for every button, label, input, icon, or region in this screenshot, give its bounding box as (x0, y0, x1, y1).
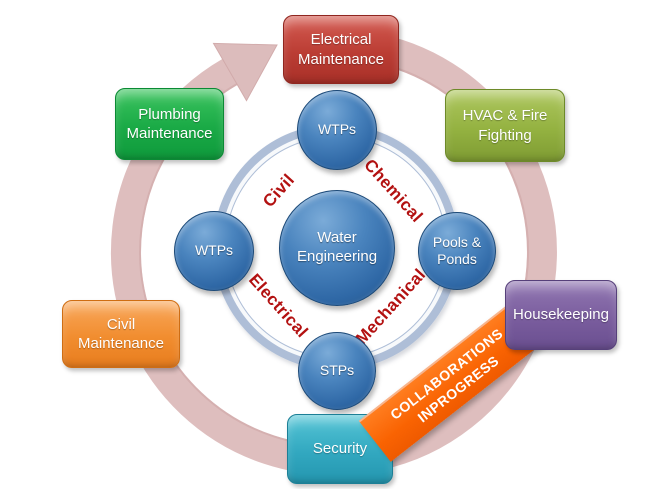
box-security-label: Security (312, 440, 368, 458)
box-electrical-maintenance: Electrical Maintenance (283, 15, 399, 84)
node-pools-ponds: Pools & Ponds (418, 212, 496, 290)
node-stps: STPs (298, 332, 376, 410)
node-wtps-left: WTPs (174, 211, 254, 291)
node-water-engineering: Water Engineering (279, 190, 395, 306)
box-security: Security (287, 414, 393, 484)
box-plumbing-maintenance-label: Plumbing Maintenance (126, 105, 213, 143)
box-electrical-maintenance-label: Electrical Maintenance (298, 31, 384, 68)
box-civil-maintenance-label: Civil Maintenance (78, 315, 164, 353)
box-hvac-fire-fighting-label: HVAC & Fire Fighting (462, 107, 548, 144)
node-wtps-top-label: WTPs (317, 121, 357, 138)
box-hvac-fire-fighting: HVAC & Fire Fighting (445, 89, 565, 162)
node-pools-ponds-label: Pools & Ponds (432, 233, 482, 268)
node-wtps-top: WTPs (297, 90, 377, 170)
node-stps-label: STPs (319, 362, 355, 379)
node-wtps-left-label: WTPs (194, 242, 234, 259)
box-housekeeping-label: Housekeeping (513, 306, 609, 324)
cycle-arrow-head-icon (212, 42, 278, 102)
node-water-engineering-label: Water Engineering (296, 229, 378, 265)
box-housekeeping: Housekeeping (505, 280, 617, 350)
box-plumbing-maintenance: Plumbing Maintenance (115, 88, 224, 160)
box-civil-maintenance: Civil Maintenance (62, 300, 180, 368)
